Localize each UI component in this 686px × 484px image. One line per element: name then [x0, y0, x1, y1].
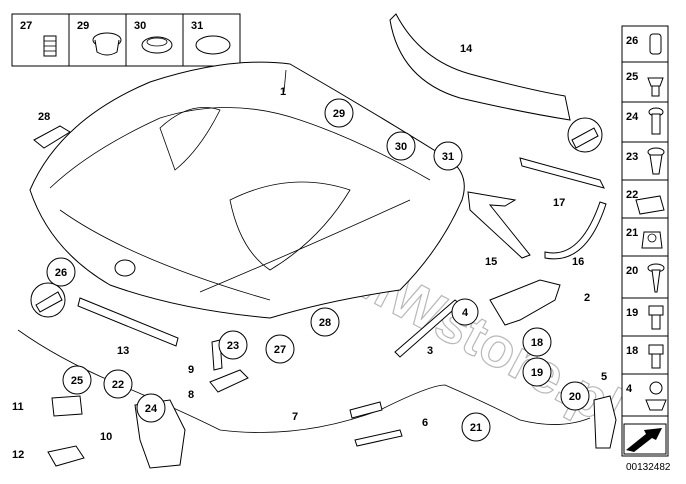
bmw-emblem-icon — [114, 259, 136, 277]
seal-disc-icon — [195, 35, 231, 55]
strip-label-29: 29 — [77, 20, 89, 32]
callout-15: 15 — [485, 256, 497, 268]
callout-circle-27: 27 — [274, 344, 286, 356]
callout-10: 10 — [100, 431, 112, 443]
callout-5: 5 — [601, 371, 607, 383]
callout-2: 2 — [584, 292, 590, 304]
seal-13-detail — [30, 282, 66, 318]
side-label-19: 19 — [626, 307, 638, 319]
callout-7: 7 — [292, 411, 298, 423]
callout-9: 9 — [188, 364, 194, 376]
seal-tube-detail — [567, 117, 603, 153]
side-label-24: 24 — [626, 111, 639, 123]
side-parts-strip: 26 25 24 23 22 21 20 19 18 4 — [621, 25, 669, 457]
ball-stud-icon — [645, 381, 667, 411]
callout-circle-30: 30 — [395, 141, 407, 153]
hinge-2 — [489, 279, 561, 326]
trim-strip-28 — [33, 125, 71, 149]
bracket-15 — [467, 191, 531, 259]
tapping-screw-icon — [647, 263, 665, 293]
callout-16: 16 — [572, 256, 584, 268]
bump-stop-icon — [43, 35, 57, 57]
buffer-icon — [649, 33, 662, 55]
bracket-11 — [51, 395, 83, 417]
hood-seal-14 — [389, 13, 571, 121]
side-label-25: 25 — [626, 71, 638, 83]
seal-tube-17 — [519, 157, 605, 189]
side-label-26: 26 — [626, 35, 638, 47]
callout-11: 11 — [12, 401, 24, 413]
callout-circle-18: 18 — [531, 337, 543, 349]
callout-circle-24: 24 — [145, 403, 158, 415]
callout-3: 3 — [427, 345, 433, 357]
callout-13: 13 — [117, 345, 129, 357]
callout-1: 1 — [280, 86, 286, 98]
seal-16 — [544, 201, 607, 260]
callout-circle-4: 4 — [462, 307, 469, 319]
engine-hood — [29, 61, 465, 319]
frame-arrow-icon — [623, 423, 667, 455]
screw-icon — [648, 107, 664, 135]
side-label-4: 4 — [626, 383, 633, 395]
side-label-22: 22 — [626, 189, 638, 201]
callout-circle-19: 19 — [531, 367, 543, 379]
retainer-clip-icon — [641, 231, 663, 249]
side-label-20: 20 — [626, 265, 638, 277]
callout-6: 6 — [422, 417, 428, 429]
callout-12: 12 — [12, 449, 24, 461]
callout-circle-21: 21 — [470, 422, 482, 434]
hex-bolt-washer-icon — [648, 344, 664, 369]
seal-13 — [77, 297, 179, 347]
strip-label-27: 27 — [20, 20, 32, 32]
cover-12 — [47, 445, 85, 467]
callout-circle-20: 20 — [569, 391, 581, 403]
side-label-18: 18 — [626, 345, 638, 357]
expanding-rivet-icon — [647, 147, 665, 175]
cable-end — [354, 429, 403, 447]
strip-label-31: 31 — [191, 20, 203, 32]
diagram-code: 00132482 — [626, 462, 671, 473]
callout-circle-26: 26 — [55, 267, 67, 279]
callout-circle-31: 31 — [442, 151, 454, 163]
callout-circle-22: 22 — [112, 379, 124, 391]
callout-14: 14 — [460, 43, 473, 55]
callout-circle-23: 23 — [227, 340, 239, 352]
callout-circle-28: 28 — [319, 317, 331, 329]
callout-circle-25: 25 — [71, 375, 83, 387]
release-handle-8 — [209, 369, 249, 393]
callout-28-plain: 28 — [38, 111, 50, 123]
plug-icon — [92, 32, 122, 56]
callout-17: 17 — [553, 197, 565, 209]
strip-label-30: 30 — [134, 20, 146, 32]
clip-plate-icon — [635, 195, 665, 215]
side-label-21: 21 — [626, 227, 638, 239]
hex-bolt-icon — [648, 305, 664, 330]
grommet-icon — [141, 36, 173, 54]
top-parts-strip: 27 29 30 31 — [11, 13, 241, 67]
cable-connector — [349, 401, 383, 419]
callout-8: 8 — [188, 389, 194, 401]
side-label-23: 23 — [626, 151, 638, 163]
circled-callouts: 29 30 31 26 28 27 4 23 18 19 25 22 24 21… — [46, 98, 590, 442]
clip-nut-icon — [647, 77, 664, 97]
lock-5 — [593, 395, 617, 449]
callout-circle-29: 29 — [333, 108, 345, 120]
